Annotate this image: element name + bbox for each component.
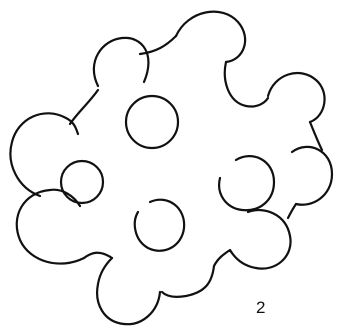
lobe-bottom — [97, 258, 160, 324]
lobe-right-upper — [268, 73, 325, 122]
outline-segment — [310, 122, 322, 150]
inner-circle-center — [126, 96, 178, 148]
outline-segment — [70, 90, 98, 124]
lobe-lower-right — [248, 210, 291, 269]
inner-circles — [61, 96, 274, 251]
inner-circle-right — [219, 156, 274, 210]
lobe-right — [292, 147, 332, 205]
outline-segment — [84, 253, 112, 258]
figure-number-label: 2 — [256, 299, 265, 316]
lobe-left — [10, 113, 78, 196]
lobe-top — [176, 12, 245, 62]
inner-circle-left — [61, 161, 103, 203]
outer-outline — [10, 12, 332, 325]
inner-circle-bottom — [135, 200, 184, 251]
outline-segment — [288, 204, 296, 218]
lobe-top-left — [94, 38, 149, 86]
outline-segment — [225, 62, 268, 107]
outline-segment — [162, 250, 256, 297]
